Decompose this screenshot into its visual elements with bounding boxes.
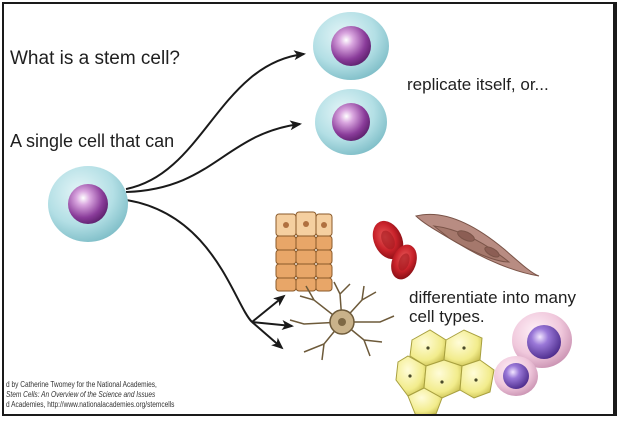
arrow-to-second-cell xyxy=(125,120,302,193)
replicated-cell-bottom xyxy=(315,89,387,155)
red-blood-cells xyxy=(372,220,417,280)
stem-cell xyxy=(48,166,128,242)
differentiate-line-2: cell types. xyxy=(409,307,485,326)
credit-line-2: Stem Cells: An Overview of the Science a… xyxy=(6,390,156,399)
arrow-branch-up xyxy=(251,294,286,323)
credit-line-1: d by Catherine Twomey for the National A… xyxy=(6,380,157,389)
differentiate-line-1: differentiate into many xyxy=(409,288,576,307)
arrow-to-top-cell xyxy=(125,50,306,190)
replicated-cell-top xyxy=(313,12,389,80)
intro-text: A single cell that can xyxy=(10,131,175,151)
arrow-to-differentiated xyxy=(125,199,253,323)
image-credit: d by Catherine Twomey for the National A… xyxy=(6,380,174,410)
differentiate-text: differentiate into many cell types. xyxy=(409,288,576,326)
arrow-branch-down xyxy=(251,321,284,350)
arrow-branch-mid xyxy=(251,320,294,330)
blood-cell-small xyxy=(494,356,538,396)
muscle-cells xyxy=(415,213,540,277)
epithelial-cells xyxy=(275,211,333,292)
credit-line-3: d Academies, http://www.nationalacademie… xyxy=(6,400,175,409)
heading-question: What is a stem cell? xyxy=(10,48,180,69)
stem-cell-diagram xyxy=(48,12,572,414)
neuron xyxy=(289,281,395,361)
fat-cells xyxy=(395,329,495,414)
diagram-frame: What is a stem cell? A single cell that … xyxy=(2,2,617,416)
blood-cell-large xyxy=(512,312,572,368)
replicate-text: replicate itself, or... xyxy=(407,75,549,94)
arrows xyxy=(125,50,306,350)
